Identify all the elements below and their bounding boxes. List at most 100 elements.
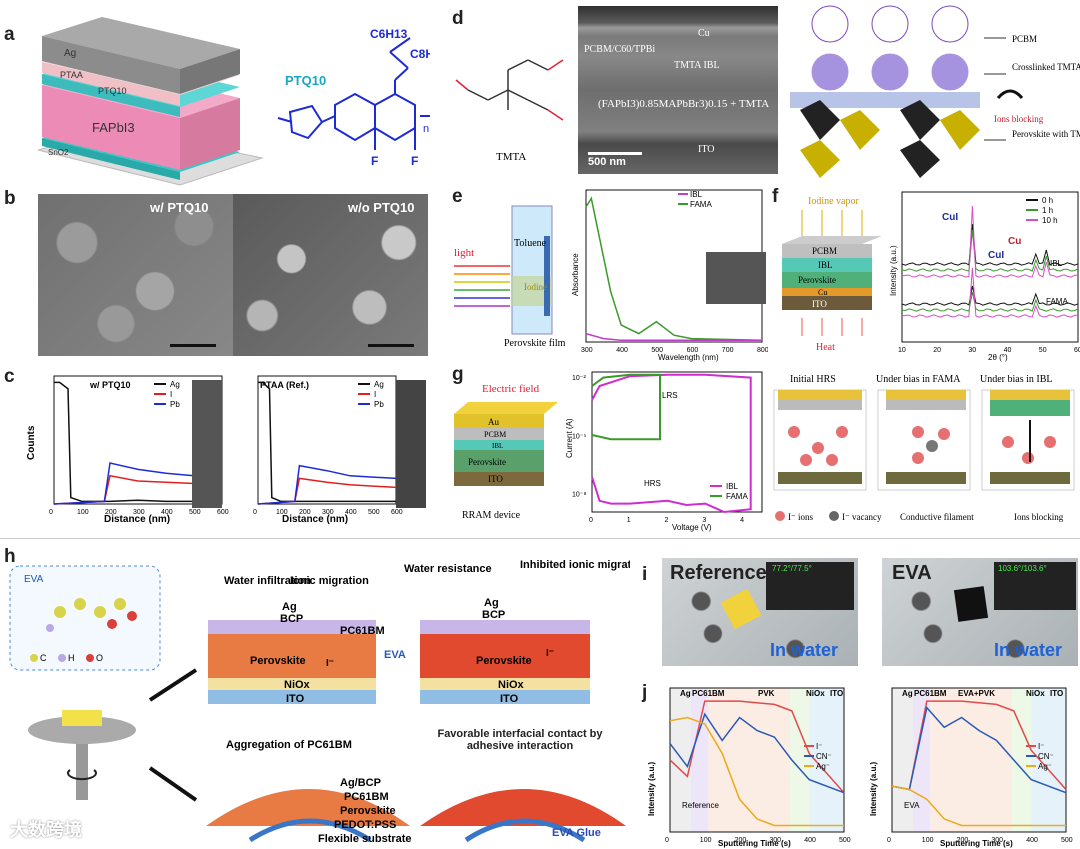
x-tick: 500 <box>1061 837 1073 844</box>
x-tick: 800 <box>757 347 768 354</box>
x-tick: 400 <box>616 347 628 354</box>
h-tl-ag: Ag <box>282 601 297 613</box>
e-xlabel: Wavelength (nm) <box>658 353 719 362</box>
j-right-name: EVA <box>904 801 920 810</box>
panel-b-sem: w/ PTQ10 w/o PTQ10 <box>38 194 428 356</box>
j-l-region-ito: ITO <box>830 689 843 698</box>
d-cross-section-sem: Cu PCBM/C60/TPBi TMTA IBL (FAPbI3)0.85MA… <box>578 6 778 174</box>
photo-eva: EVA 103.6°/103.6° In water <box>882 558 1078 666</box>
atom-o: O <box>96 653 103 663</box>
sem-with-ptq10 <box>38 194 233 356</box>
j-l-leg-ag: Ag⁻ <box>816 762 830 771</box>
c-left-title: w/ PTQ10 <box>89 380 131 390</box>
perovskite-film-label: Perovskite film <box>504 338 566 349</box>
y-tick: 10⁻⁸ <box>572 492 586 499</box>
g-layer-au: Au <box>488 417 499 427</box>
photo-reference: Reference 77.2°/77.5° In water <box>662 558 858 666</box>
j-r-region-ito: ITO <box>1050 689 1063 698</box>
h-tl-pc61bm: PC61BM <box>340 625 385 637</box>
f-layer-ibl: IBL <box>818 260 833 270</box>
sem-cu: Cu <box>698 28 710 39</box>
x-tick: 600 <box>217 509 229 516</box>
hrs-label: HRS <box>644 479 661 488</box>
layer-sno2: SnO2 <box>48 148 69 157</box>
peak-cu: Cu <box>1008 236 1021 247</box>
layer-ag: Ag <box>64 48 76 59</box>
electric-field-label: Electric field <box>482 383 540 395</box>
sem-perovskite: (FAPbI3)0.85MAPbBr3)0.15 + TMTA <box>598 98 769 110</box>
g-layer-pcbm: PCBM <box>484 430 506 439</box>
c-right-tem <box>396 380 426 508</box>
eva-label: EVA <box>24 574 44 585</box>
panel-c: Counts 0100200300400500600 0100200300400… <box>24 364 430 524</box>
x-tick: 500 <box>368 509 380 516</box>
f-layer-perovskite: Perovskite <box>798 275 836 285</box>
atom-c: C <box>40 653 47 663</box>
c-left-tem <box>192 380 222 508</box>
device-stack-a: Ag PTAA PTQ10 FAPbI3 SnO2 C6H13 C8H17 PT… <box>30 10 430 195</box>
peak-cui-2: CuI <box>988 250 1004 261</box>
e-figure: Toluene Iodine light Perovskite film 300… <box>452 186 768 362</box>
region-shade <box>691 688 708 832</box>
h-tr-perovskite: Perovskite <box>476 655 532 667</box>
f-layer-pcbm: PCBM <box>812 246 837 256</box>
c-left-legend-i: I <box>170 390 172 399</box>
layer-ptaa: PTAA <box>60 70 83 80</box>
cuvette-iodine: Iodine <box>524 282 547 292</box>
x-tick: 400 <box>1026 837 1038 844</box>
j-r-leg-i: I⁻ <box>1038 742 1044 751</box>
x-tick: 4 <box>740 517 744 524</box>
state-bias-ibl: Under bias in IBL <box>980 374 1053 385</box>
legend-ions-blocking: Ions blocking <box>1014 512 1064 522</box>
h-aggregation: Aggregation of PC61BM <box>226 739 352 751</box>
angle-eva: 103.6°/103.6° <box>998 564 1047 573</box>
scale-bar-left <box>170 344 216 347</box>
region-shade <box>670 688 691 832</box>
g-legend-ibl: IBL <box>726 482 739 491</box>
g-layer-ito: ITO <box>488 474 503 484</box>
g-ylabel: Current (A) <box>565 418 574 458</box>
c-right-xlabel: Distance (nm) <box>282 514 348 524</box>
fama-bias-box <box>878 390 970 490</box>
j-r-leg-cn: CN⁻ <box>1038 752 1054 761</box>
series-Pb <box>258 466 396 504</box>
j-l-region-pcbm: PC61BM <box>692 689 725 698</box>
heat-label: Heat <box>816 342 835 353</box>
x-tick: 50 <box>1039 347 1047 354</box>
legend-i-ions: I⁻ ions <box>788 512 813 522</box>
h-tl-ito: ITO <box>286 693 305 705</box>
h-tr-ito: ITO <box>500 693 519 705</box>
c-left-legend-ag: Ag <box>170 380 180 389</box>
layer-ptq10: PTQ10 <box>98 86 127 96</box>
atom-h: H <box>68 653 75 663</box>
tmta-molecule: TMTA <box>448 0 578 180</box>
watermark: 大数跨境 <box>10 816 82 842</box>
j-l-leg-i: I⁻ <box>816 742 822 751</box>
g-layer-ibl: IBL <box>492 442 503 450</box>
x-tick: 1 <box>627 517 631 524</box>
legend-i-vacancy: I⁻ vacancy <box>842 512 882 522</box>
schematic-pcbm: PCBM <box>1012 34 1037 44</box>
lrs-label: LRS <box>662 391 678 400</box>
sem-ito: ITO <box>698 144 714 155</box>
x-tick: 400 <box>804 837 816 844</box>
f-ylabel: Intensity (a.u.) <box>889 245 898 296</box>
j-left-ylabel: Intensity (a.u.) <box>647 761 656 816</box>
x-tick: 100 <box>77 509 89 516</box>
substituent-c8h17: C8H17 <box>410 47 430 61</box>
j-right-ylabel: Intensity (a.u.) <box>869 761 878 816</box>
h-tl-ion: I⁻ <box>326 658 334 669</box>
iodine-vapor-label: Iodine vapor <box>808 196 859 207</box>
x-tick: 0 <box>665 837 669 844</box>
panel-e: Toluene Iodine light Perovskite film 300… <box>452 186 768 362</box>
panel-d: TMTA Cu PCBM/C60/TPBi TMTA IBL (FAPbI3)0… <box>448 0 1080 182</box>
c-right-legend-pb: Pb <box>374 400 384 409</box>
h-tl-perovskite: Perovskite <box>250 655 306 667</box>
ptq10-molecule <box>278 38 430 150</box>
initial-hrs-box <box>774 390 866 490</box>
c-left-xlabel: Distance (nm) <box>104 514 170 524</box>
h-eva-glue: EVA Glue <box>552 827 601 839</box>
in-water-ref: In water <box>770 640 838 661</box>
section-divider <box>0 538 1080 539</box>
